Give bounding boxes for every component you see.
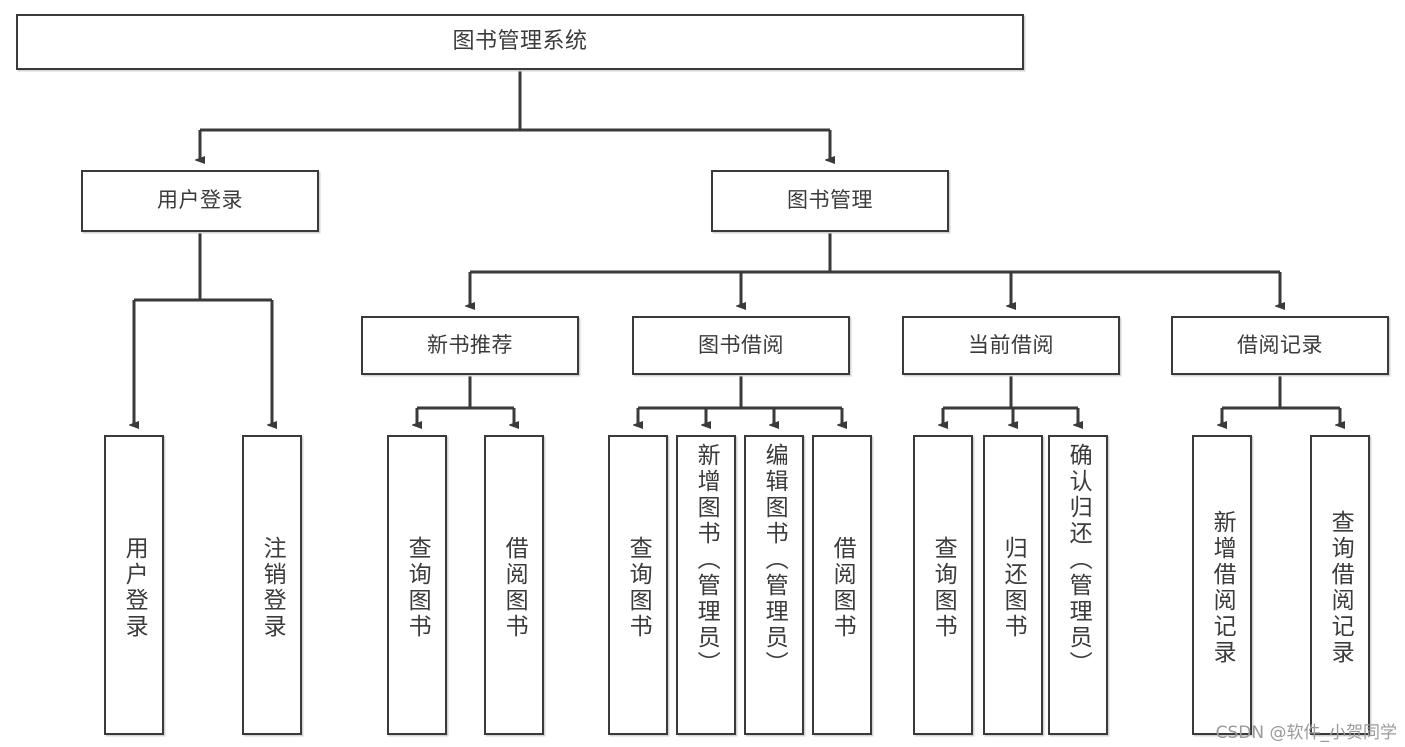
node-user-logout-label: 注销登录	[259, 536, 286, 640]
node-confirm-return-admin-label: 确认归还（管理员）	[1065, 443, 1092, 677]
node-return-book-label: 归还图书	[1000, 536, 1027, 640]
node-book-borrow-label: 图书借阅	[698, 332, 784, 357]
node-user-login-do[interactable]: 用户登录	[104, 435, 164, 735]
node-query-borrow-record-label: 查询借阅记录	[1327, 510, 1354, 666]
node-book-management[interactable]: 图书管理	[711, 170, 949, 232]
node-new-book-recommend[interactable]: 新书推荐	[361, 316, 579, 375]
node-borrow-book-2[interactable]: 借阅图书	[812, 435, 872, 735]
node-query-book-3[interactable]: 查询图书	[913, 435, 973, 735]
node-borrow-book-2-label: 借阅图书	[829, 536, 856, 640]
node-add-book-admin-label: 新增图书（管理员）	[693, 443, 720, 677]
node-query-borrow-record[interactable]: 查询借阅记录	[1310, 435, 1370, 735]
node-add-book-admin[interactable]: 新增图书（管理员）	[676, 435, 736, 735]
node-borrow-records-label: 借阅记录	[1237, 332, 1323, 357]
watermark: CSDN @软件_小贺同学	[1215, 723, 1397, 743]
node-current-borrow[interactable]: 当前借阅	[902, 316, 1120, 375]
node-user-logout[interactable]: 注销登录	[242, 435, 302, 735]
node-return-book[interactable]: 归还图书	[983, 435, 1043, 735]
node-user-login[interactable]: 用户登录	[81, 170, 319, 232]
node-book-management-label: 图书管理	[787, 188, 873, 213]
node-current-borrow-label: 当前借阅	[968, 332, 1054, 357]
node-confirm-return-admin[interactable]: 确认归还（管理员）	[1048, 435, 1108, 735]
node-book-borrow[interactable]: 图书借阅	[632, 316, 850, 375]
node-edit-book-admin-label: 编辑图书（管理员）	[761, 443, 788, 677]
node-query-book-1[interactable]: 查询图书	[387, 435, 447, 735]
node-borrow-records[interactable]: 借阅记录	[1171, 316, 1389, 375]
node-query-book-3-label: 查询图书	[930, 536, 957, 640]
node-new-book-recommend-label: 新书推荐	[427, 332, 513, 357]
node-add-borrow-record[interactable]: 新增借阅记录	[1192, 435, 1252, 735]
node-add-borrow-record-label: 新增借阅记录	[1209, 510, 1236, 666]
node-root[interactable]: 图书管理系统	[16, 14, 1024, 70]
node-query-book-1-label: 查询图书	[404, 536, 431, 640]
node-edit-book-admin[interactable]: 编辑图书（管理员）	[744, 435, 804, 735]
node-root-label: 图书管理系统	[452, 28, 588, 54]
node-query-book-2-label: 查询图书	[625, 536, 652, 640]
node-user-login-do-label: 用户登录	[121, 536, 148, 640]
node-borrow-book-1-label: 借阅图书	[501, 536, 528, 640]
node-user-login-label: 用户登录	[157, 188, 243, 213]
node-query-book-2[interactable]: 查询图书	[608, 435, 668, 735]
node-borrow-book-1[interactable]: 借阅图书	[484, 435, 544, 735]
